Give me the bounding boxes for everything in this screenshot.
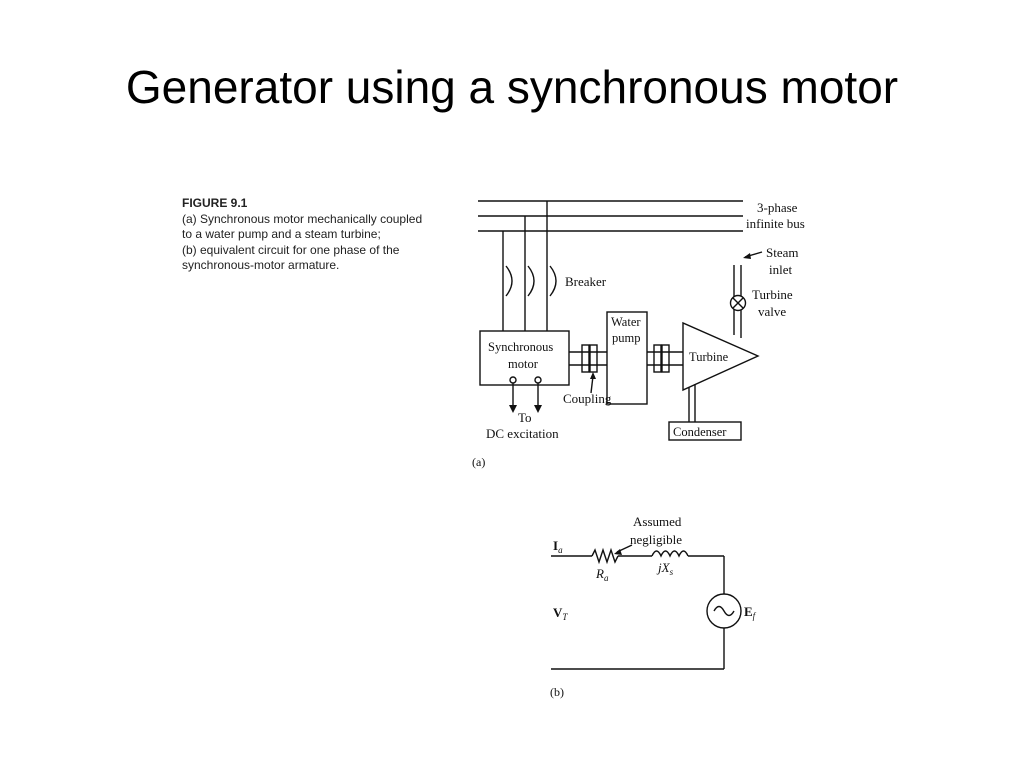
steam-label-line1: Steam: [766, 245, 799, 260]
diagram-a-arrows: [509, 253, 751, 413]
condenser-label: Condenser: [673, 425, 727, 439]
negligible-pointer-head: [614, 549, 622, 555]
excitation-label-line1: To: [518, 410, 532, 425]
figure-caption-line: (a) Synchronous motor mechanically coupl…: [182, 211, 423, 226]
synchronous-motor-box: [479, 330, 570, 386]
part-a-label: (a): [472, 455, 485, 469]
valve-label-line1: Turbine: [752, 287, 793, 302]
coupling-arrow-head: [590, 372, 596, 379]
pump-label-line1: Water: [611, 315, 641, 329]
excitation-arrow-1: [509, 405, 517, 413]
condenser-box: [668, 421, 742, 441]
figure-caption-line: (b) equivalent circuit for one phase of …: [182, 242, 400, 257]
figure-caption-line: to a water pump and a steam turbine;: [182, 227, 381, 242]
turbine-label: Turbine: [689, 350, 729, 364]
steam-inlet-arrow: [743, 253, 751, 259]
slide-title: Generator using a synchronous motor: [125, 61, 899, 113]
excitation-label-line2: DC excitation: [486, 426, 559, 441]
bus-label-line2: infinite bus: [746, 216, 805, 231]
diagram-a-wiring: [478, 200, 763, 441]
motor-label-line1: Synchronous: [488, 340, 553, 354]
resistor-ra-label: Ra: [595, 566, 609, 583]
breaker-contact-3: [549, 265, 557, 297]
emf-ef-label: Ef: [744, 604, 757, 621]
steam-label-line2: inlet: [769, 262, 792, 277]
motor-label-line2: motor: [508, 357, 539, 371]
breaker-contact-1: [505, 265, 513, 297]
excitation-terminal-2: [534, 376, 542, 384]
part-b-label: (b): [550, 685, 564, 699]
reactance-jxs-label: jXs: [656, 560, 674, 577]
inductor-jxs: [651, 550, 689, 558]
excitation-terminal-1: [509, 376, 517, 384]
current-ia-label: Ia: [553, 538, 563, 555]
coupling-1-left: [581, 344, 590, 373]
bus-label-line1: 3-phase: [757, 200, 798, 215]
diagram-b-circuit: [551, 544, 742, 670]
breaker-label: Breaker: [565, 274, 607, 289]
breaker-contact-2: [527, 265, 535, 297]
figure-caption-line: synchronous-motor armature.: [182, 258, 340, 273]
figure-caption-heading: FIGURE 9.1: [182, 196, 248, 210]
voltage-vt-label: VT: [553, 605, 568, 622]
figure-caption: FIGURE 9.1 (a) Synchronous motor mechani…: [182, 196, 482, 274]
water-pump-box: [606, 311, 648, 405]
resistor-ra: [591, 547, 619, 565]
coupling-2-left: [653, 344, 662, 373]
turbine-valve-cross-2: [732, 297, 744, 309]
valve-label-line2: valve: [758, 304, 786, 319]
coupling-1-right: [589, 344, 598, 373]
pump-label-line2: pump: [612, 331, 640, 345]
coupling-2-right: [661, 344, 670, 373]
emf-sine-icon: [713, 605, 735, 617]
assumed-label-line1: Assumed: [633, 514, 682, 529]
assumed-label-line2: negligible: [630, 532, 682, 547]
coupling-label: Coupling: [563, 391, 612, 406]
excitation-arrow-2: [534, 405, 542, 413]
turbine-shape: [682, 321, 760, 392]
